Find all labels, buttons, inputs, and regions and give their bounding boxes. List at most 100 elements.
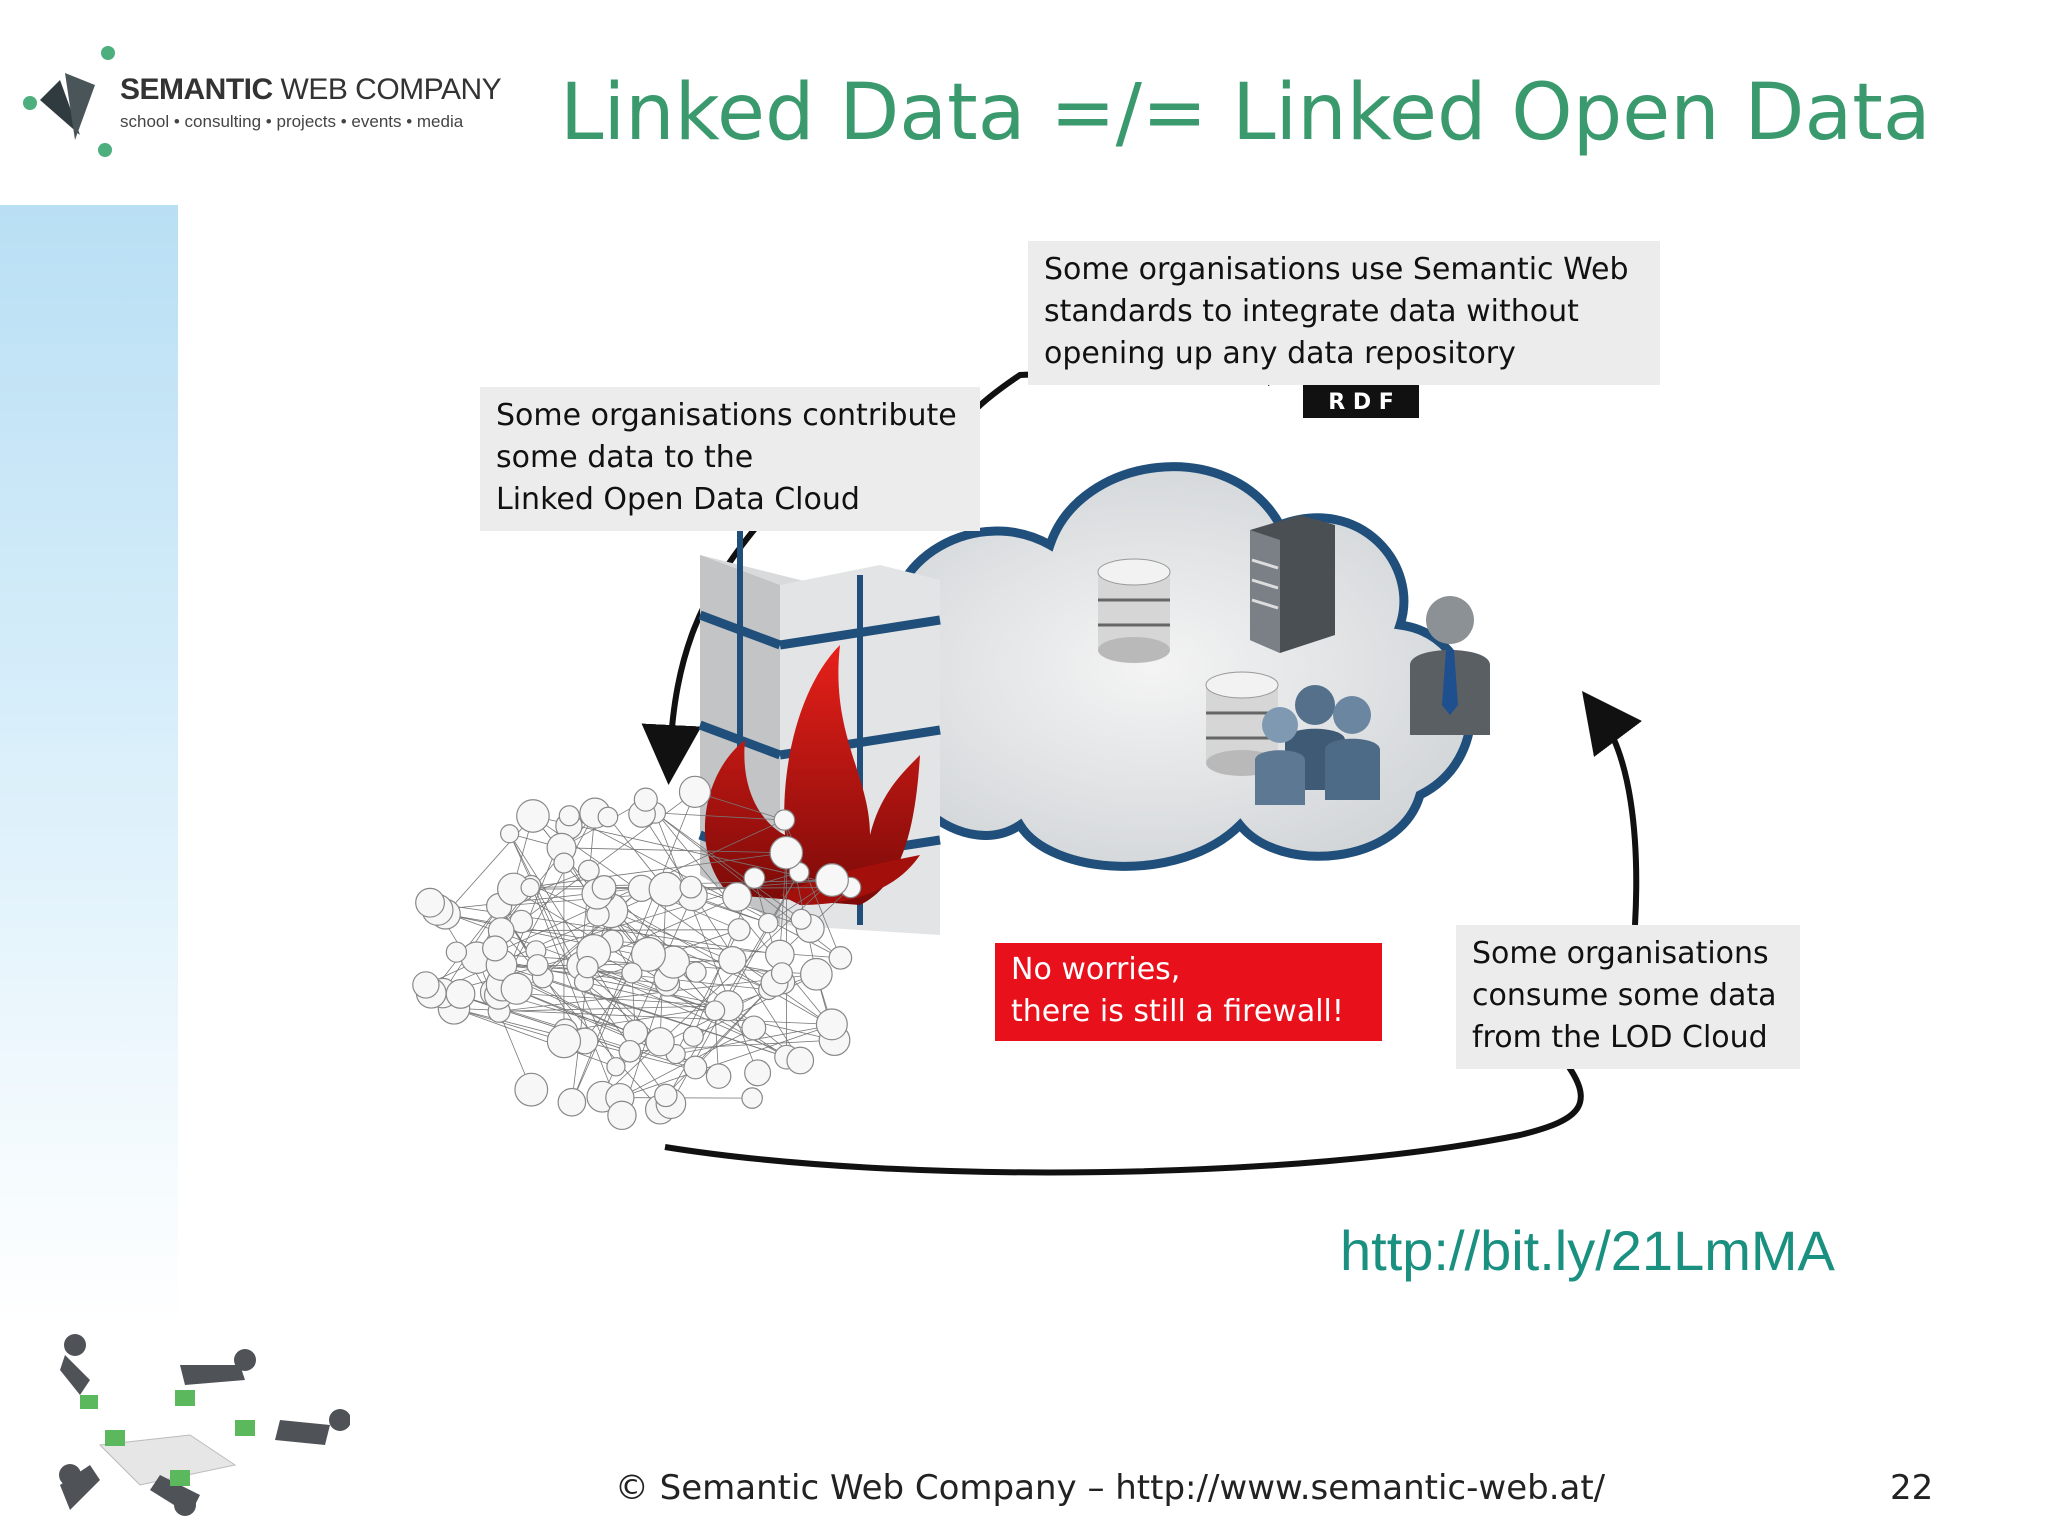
lod-link [569, 815, 841, 959]
lod-dataset-node [741, 1087, 763, 1109]
slide-title: Linked Data =/= Linked Open Data [560, 68, 1931, 158]
lod-link [619, 1025, 831, 1099]
lod-link [453, 1007, 832, 1025]
lod-dataset-node [718, 945, 747, 975]
database-icon [1097, 558, 1171, 663]
lod-dataset-node [683, 1055, 708, 1080]
lod-link [499, 1005, 729, 1012]
svg-text:R D F: R D F [1328, 390, 1394, 415]
lod-dataset-node [607, 1100, 637, 1131]
lod-link [690, 886, 811, 929]
lod-dataset-node [482, 935, 509, 962]
lod-dataset-node [786, 1046, 815, 1075]
lod-dataset-node [790, 908, 812, 930]
lod-dataset-node [799, 957, 833, 991]
callout-firewall: No worries, there is still a firewall! [995, 943, 1382, 1041]
lod-dataset-node [722, 882, 752, 912]
lod-dataset-node [685, 961, 707, 983]
company-logo-icon [23, 46, 115, 157]
lod-link [476, 957, 787, 1058]
lod-link [584, 972, 633, 1042]
lod-dataset-node [828, 946, 853, 970]
lod-link [494, 991, 729, 1007]
lod-dataset-node [815, 863, 849, 897]
database-icon [1205, 671, 1279, 776]
company-tagline: school • consulting • projects • events … [120, 112, 464, 131]
lod-dataset-node [576, 955, 599, 979]
lod-dataset-node [557, 1087, 587, 1117]
page-number: 22 [1890, 1468, 1934, 1508]
lod-dataset-node [621, 962, 643, 984]
lod-dataset-node [633, 787, 658, 812]
lod-dataset-node [412, 971, 440, 999]
lod-dataset-node [741, 1015, 767, 1041]
lod-dataset-node [743, 867, 766, 889]
lod-link [610, 910, 801, 1061]
lod-dataset-node [500, 824, 520, 844]
lod-link [530, 884, 623, 1116]
lod-link [610, 910, 784, 983]
lod-dataset-node [704, 1000, 726, 1022]
lod-dataset-node [553, 852, 575, 874]
company-logo: SEMANTIC WEB COMPANY school • consulting… [20, 45, 502, 165]
lod-link [779, 852, 787, 955]
lod-link [502, 812, 596, 985]
callout-integrate-without-opening: Some organisations use Semantic Web stan… [1028, 241, 1660, 385]
diagram-artwork: R D F [412, 304, 1642, 1176]
lod-dataset-node [546, 1023, 582, 1059]
lod-link [587, 966, 801, 1061]
lod-dataset-node [520, 877, 540, 898]
lod-dataset-node [648, 871, 684, 907]
lod-dataset-node [618, 1039, 642, 1063]
connector-bottom-brace [664, 1053, 1584, 1176]
lod-link [580, 965, 716, 1012]
linked-data-diagram: R D F [400, 235, 1840, 1205]
lod-dataset-node [769, 835, 804, 870]
lod-dataset-node [654, 1083, 678, 1108]
puzzle-team-illustration [59, 1334, 350, 1516]
callout-contribute-data: Some organisations contribute some data … [480, 387, 980, 531]
lod-dataset-node [526, 954, 549, 977]
arrow-to-enterprise [1582, 690, 1642, 926]
lod-dataset-node [815, 1008, 848, 1041]
lod-dataset-node [591, 875, 617, 900]
company-name: SEMANTIC WEB COMPANY [120, 73, 502, 106]
slide-footer: © Semantic Web Company – http://www.sema… [614, 1468, 1606, 1508]
lod-dataset-node [682, 1025, 704, 1047]
lod-dataset-node [597, 806, 619, 828]
lod-link [654, 812, 802, 920]
lod-dataset-node [757, 912, 779, 934]
callout-consume-data: Some organisations consume some data fro… [1456, 925, 1800, 1069]
lod-dataset-node [415, 887, 446, 918]
lod-dataset-node [773, 809, 796, 831]
lod-dataset-node [516, 799, 550, 833]
lod-dataset-node [500, 972, 533, 1005]
reference-link[interactable]: http://bit.ly/21LmMA [1340, 1219, 1835, 1282]
lod-link [641, 813, 801, 1061]
lod-dataset-node [445, 979, 476, 1009]
server-icon [1250, 515, 1335, 653]
lod-dataset-node [727, 918, 751, 942]
lod-dataset-node [577, 859, 600, 882]
lod-link [501, 929, 740, 931]
lod-dataset-node [705, 1063, 732, 1089]
lod-link [453, 1007, 565, 1042]
users-icon [1255, 685, 1380, 805]
lod-link [521, 791, 696, 922]
lod-link [571, 889, 667, 1103]
lod-dataset-node [744, 1059, 772, 1087]
lod-dataset-node [514, 1072, 549, 1107]
lod-link [453, 1007, 617, 1068]
lod-link [665, 982, 775, 1096]
user-icon [1410, 596, 1490, 735]
lod-cloud-graph [412, 775, 862, 1131]
lod-dataset-node [606, 1057, 626, 1077]
lod-dataset-node [445, 941, 468, 963]
lod-link [695, 989, 769, 1068]
decorative-side-band [0, 205, 178, 1325]
lod-link [565, 1005, 729, 1032]
lod-link [561, 847, 787, 854]
lod-dataset-node [645, 1027, 675, 1057]
lod-link [501, 964, 632, 974]
lod-link [513, 852, 787, 890]
